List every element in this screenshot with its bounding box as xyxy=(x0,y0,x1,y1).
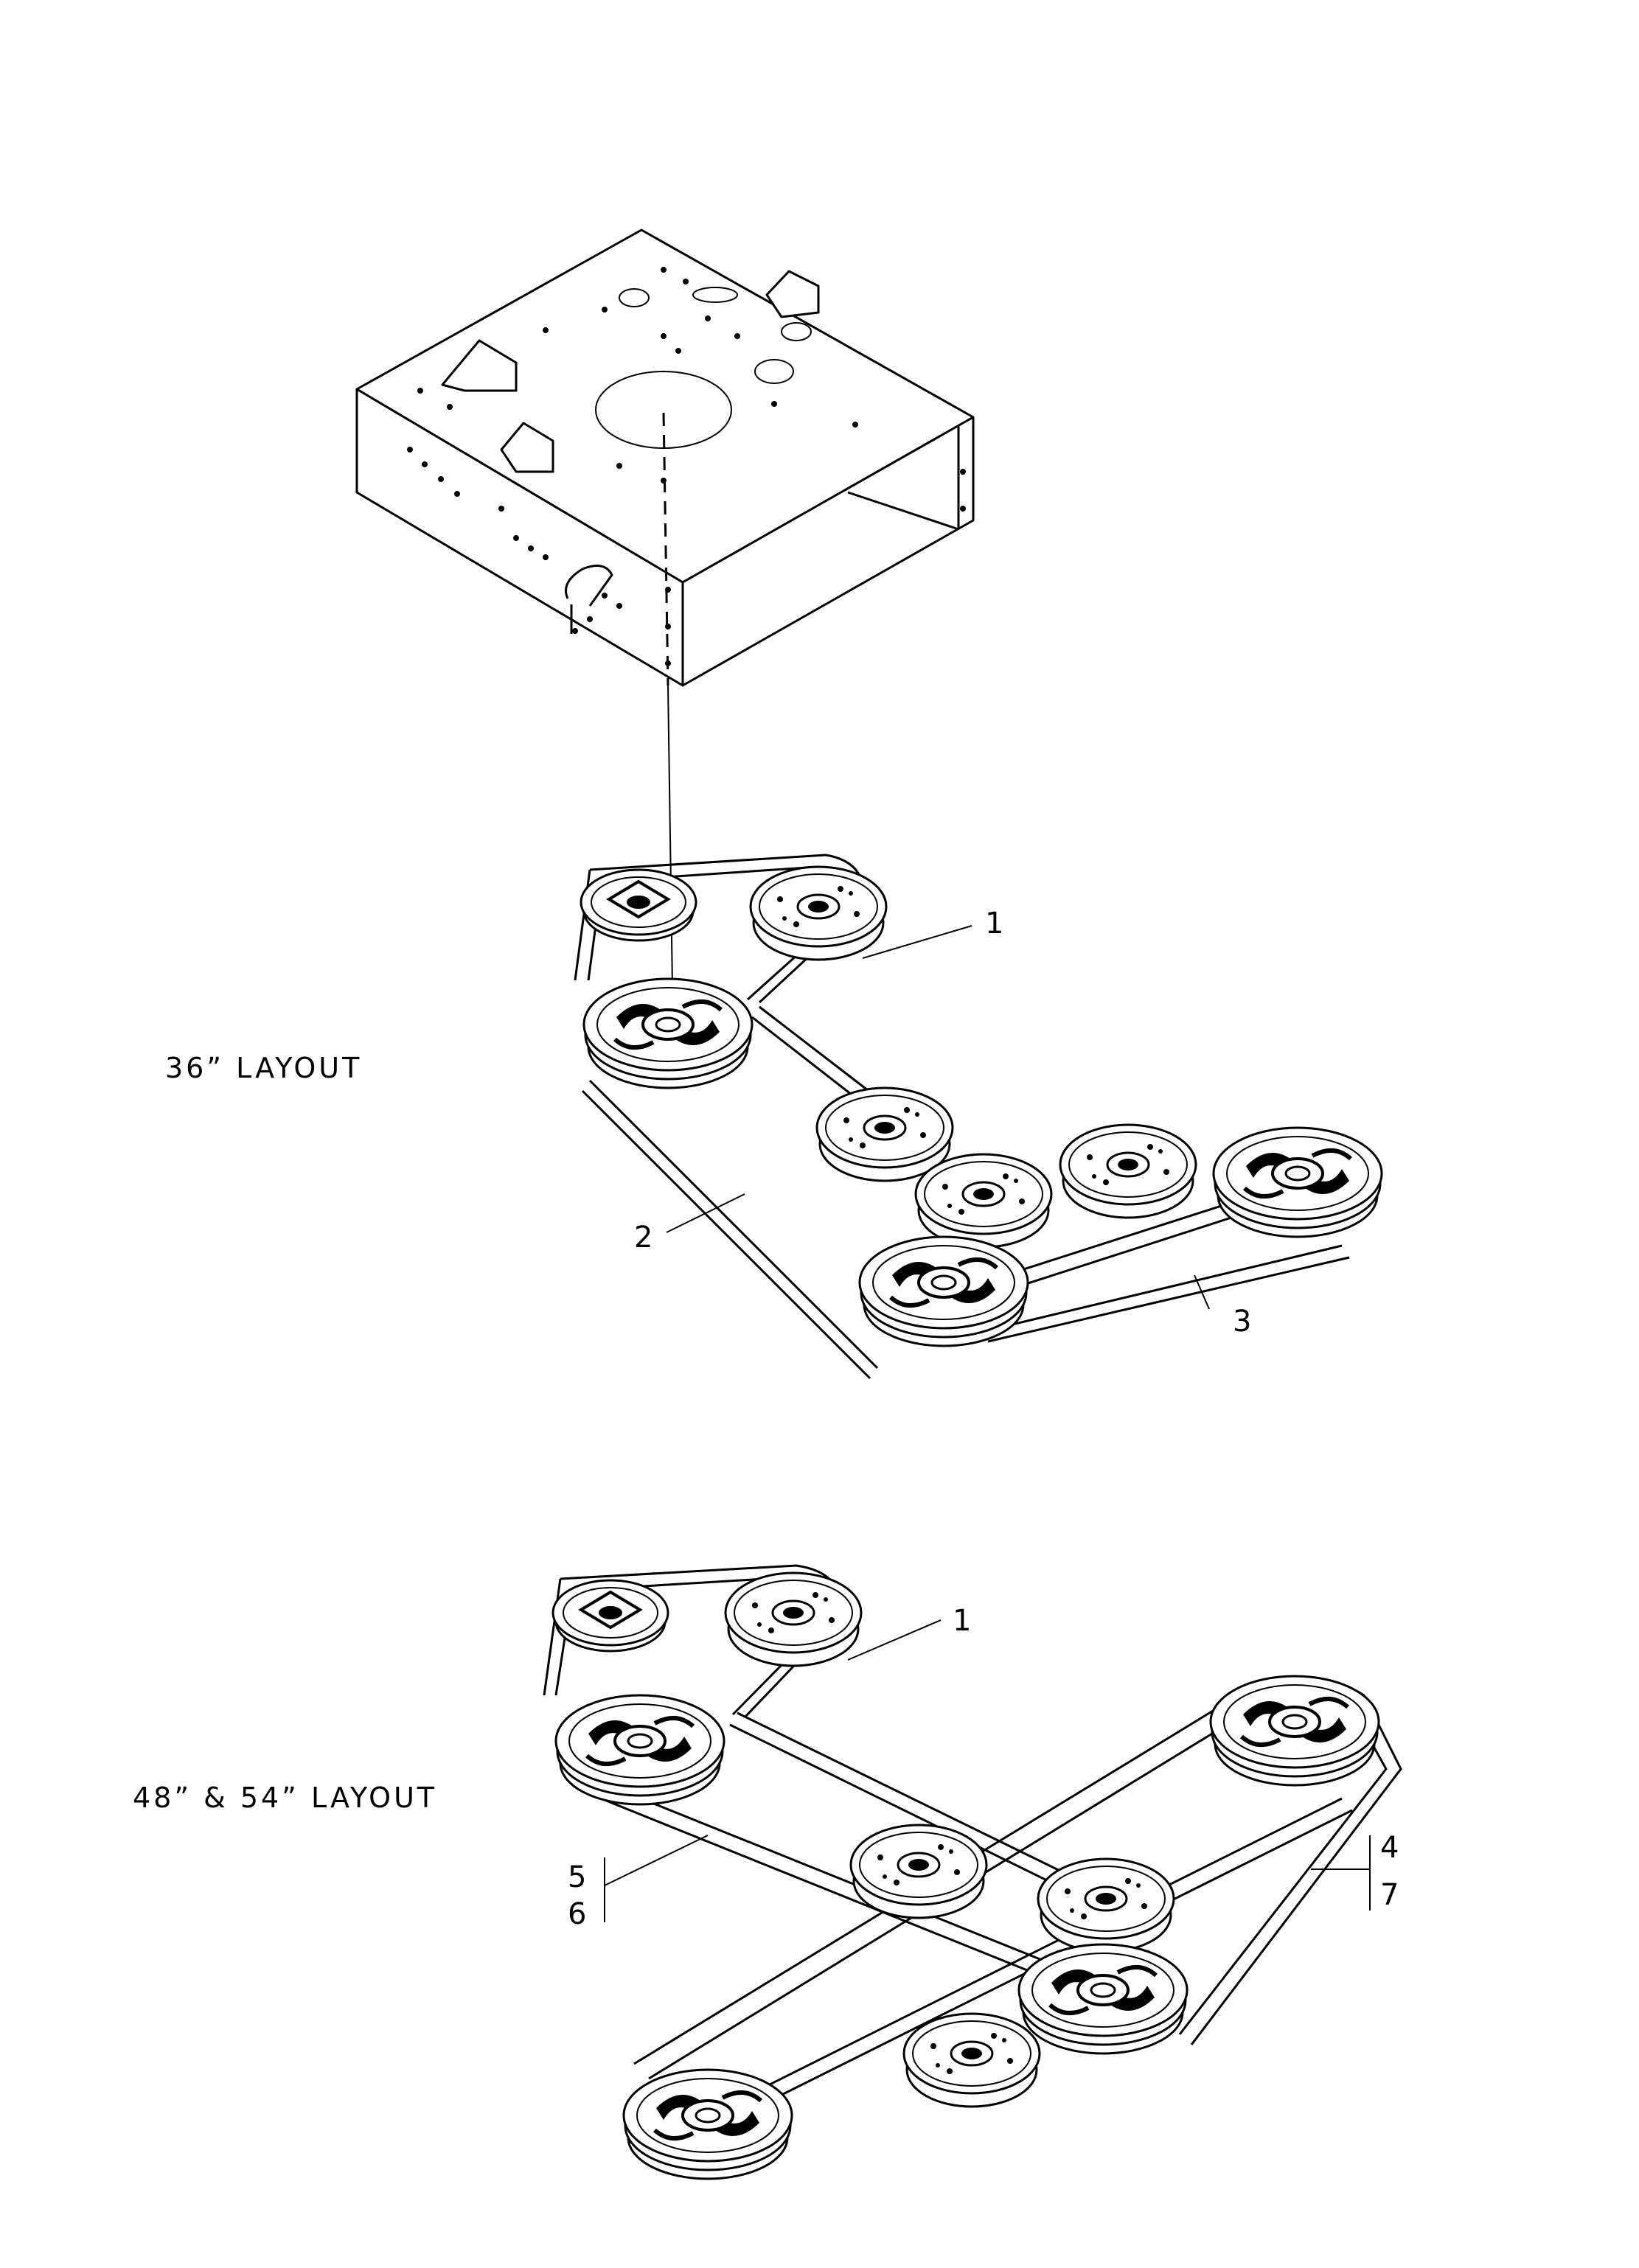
center-line xyxy=(667,685,673,988)
callout-36-3-label: 3 xyxy=(1233,1305,1251,1339)
pulley-idler-upper-right xyxy=(749,865,888,961)
pulley-idler-right-large xyxy=(1037,1857,1175,1953)
callout-36-1-label: 1 xyxy=(985,907,1003,941)
pulley-engine-drive xyxy=(584,979,752,1088)
pulley-idler-upper-left xyxy=(580,868,697,942)
belt-2 xyxy=(581,1005,894,1380)
pulley-spindle-right-large xyxy=(1211,1676,1379,1785)
pulley-engine-drive-large xyxy=(556,1695,724,1804)
layout-36-label: 36” LAYOUT xyxy=(165,1052,362,1084)
skirt-holes xyxy=(407,447,966,666)
pulley-idler-upper-left-large xyxy=(551,1579,669,1653)
callout-36-2-label: 2 xyxy=(634,1221,653,1255)
pulley-spindle-right xyxy=(1214,1128,1382,1237)
pulley-idler-right-2 xyxy=(1059,1123,1197,1219)
pulley-idler-right-1 xyxy=(914,1153,1053,1249)
callout-48-1-label: 1 xyxy=(953,1604,971,1638)
layout-36: 36” LAYOUT 1 2 3 xyxy=(165,854,1382,1380)
pulley-spindle-left-large xyxy=(624,2070,792,2179)
callout-36-1: 1 xyxy=(862,907,1003,959)
callout-48-4-label: 4 xyxy=(1380,1831,1399,1865)
layout-48-54: 48” & 54” LAYOUT 1 5 6 4 7 xyxy=(133,1564,1402,2179)
layout-48-54-label: 48” & 54” LAYOUT xyxy=(133,1782,437,1814)
callout-48-5-label: 5 xyxy=(568,1860,586,1894)
pulley-idler-center-large xyxy=(849,1824,988,1919)
deck-holes xyxy=(417,267,858,484)
callout-48-6-label: 6 xyxy=(568,1897,586,1931)
callout-48-7-label: 7 xyxy=(1380,1878,1399,1912)
callout-48-5-6: 5 6 xyxy=(568,1835,709,1931)
callout-36-2: 2 xyxy=(634,1193,745,1255)
pulley-idler-lower-large xyxy=(902,2012,1041,2108)
pulley-spindle-center-large xyxy=(1019,1944,1187,2054)
engine-deck-plate xyxy=(355,228,975,687)
callout-36-3: 3 xyxy=(1194,1274,1251,1339)
callout-48-1: 1 xyxy=(847,1604,971,1661)
pulley-idler-upper-right-large xyxy=(724,1571,863,1667)
callout-48-4-7: 4 7 xyxy=(1311,1831,1399,1912)
pulley-spindle-center xyxy=(860,1237,1028,1346)
